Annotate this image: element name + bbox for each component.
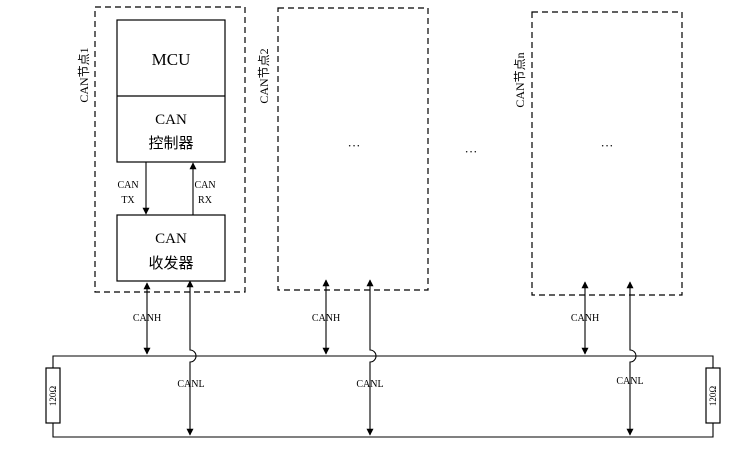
- node-n-canh-label: CANH: [571, 313, 599, 324]
- node-1-boundary: [94, 6, 246, 293]
- node-2-boundary: [277, 7, 429, 291]
- controller-label-line1: CAN: [155, 112, 187, 128]
- gap-ellipsis: ···: [465, 144, 478, 159]
- rx-label-line1: CAN: [194, 180, 215, 191]
- node-n-boundary: [531, 11, 683, 296]
- rx-label-line2: RX: [198, 195, 213, 206]
- tx-label-line2: TX: [121, 195, 135, 206]
- node-n-canl-wire: [626, 281, 637, 436]
- terminator-right: [705, 367, 721, 424]
- transceiver-label-line1: CAN: [155, 231, 187, 247]
- mcu-label: MCU: [152, 50, 191, 69]
- terminator-right-label: 120Ω: [708, 386, 718, 407]
- node-2-canl-wire: [366, 279, 377, 436]
- node-1-label: CAN节点1: [77, 47, 91, 102]
- bus-loop: [52, 355, 714, 438]
- terminator-left: [45, 367, 61, 424]
- tx-label-line1: CAN: [117, 180, 138, 191]
- node-n-ellipsis: ···: [601, 138, 614, 153]
- transceiver-box: [116, 214, 226, 282]
- node-2-canh-label: CANH: [312, 313, 340, 324]
- controller-label-line2: 控制器: [148, 135, 193, 152]
- node-1-canh-label: CANH: [133, 313, 161, 324]
- transceiver-label-line2: 收发器: [148, 255, 193, 272]
- node-1-canl-wire: [186, 280, 197, 436]
- node-2-ellipsis: ···: [348, 138, 361, 153]
- node-n-label: CAN节点n: [513, 52, 527, 107]
- mcu-controller-box: [116, 19, 226, 163]
- node-1-canl-label: CANL: [177, 379, 204, 390]
- terminator-left-label: 120Ω: [48, 386, 58, 407]
- node-2-label: CAN节点2: [257, 48, 271, 103]
- node-2-canl-label: CANL: [356, 379, 383, 390]
- node-n-canl-label: CANL: [616, 376, 643, 387]
